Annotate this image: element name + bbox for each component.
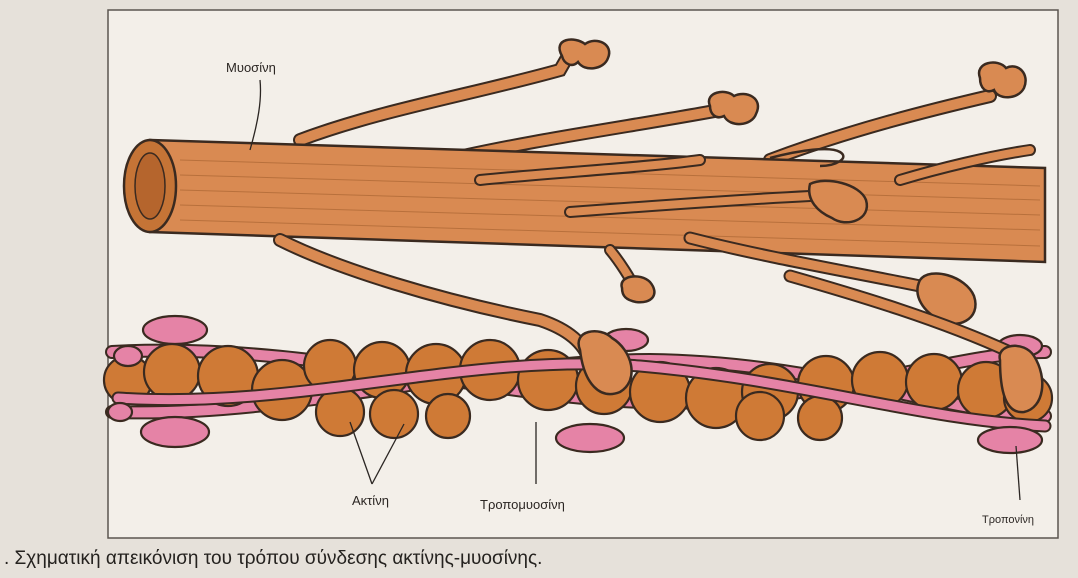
troponin-label: Τροπονίνη — [982, 514, 1034, 526]
actin-label: Ακτίνη — [352, 493, 389, 508]
myosin-label: Μυοσίνη — [226, 60, 276, 75]
figure-frame — [108, 10, 1058, 538]
tropomyosin-label: Τροπομυοσίνη — [480, 497, 565, 512]
figure-caption: . Σχηματική απεικόνιση του τρόπου σύνδεσ… — [4, 548, 542, 570]
